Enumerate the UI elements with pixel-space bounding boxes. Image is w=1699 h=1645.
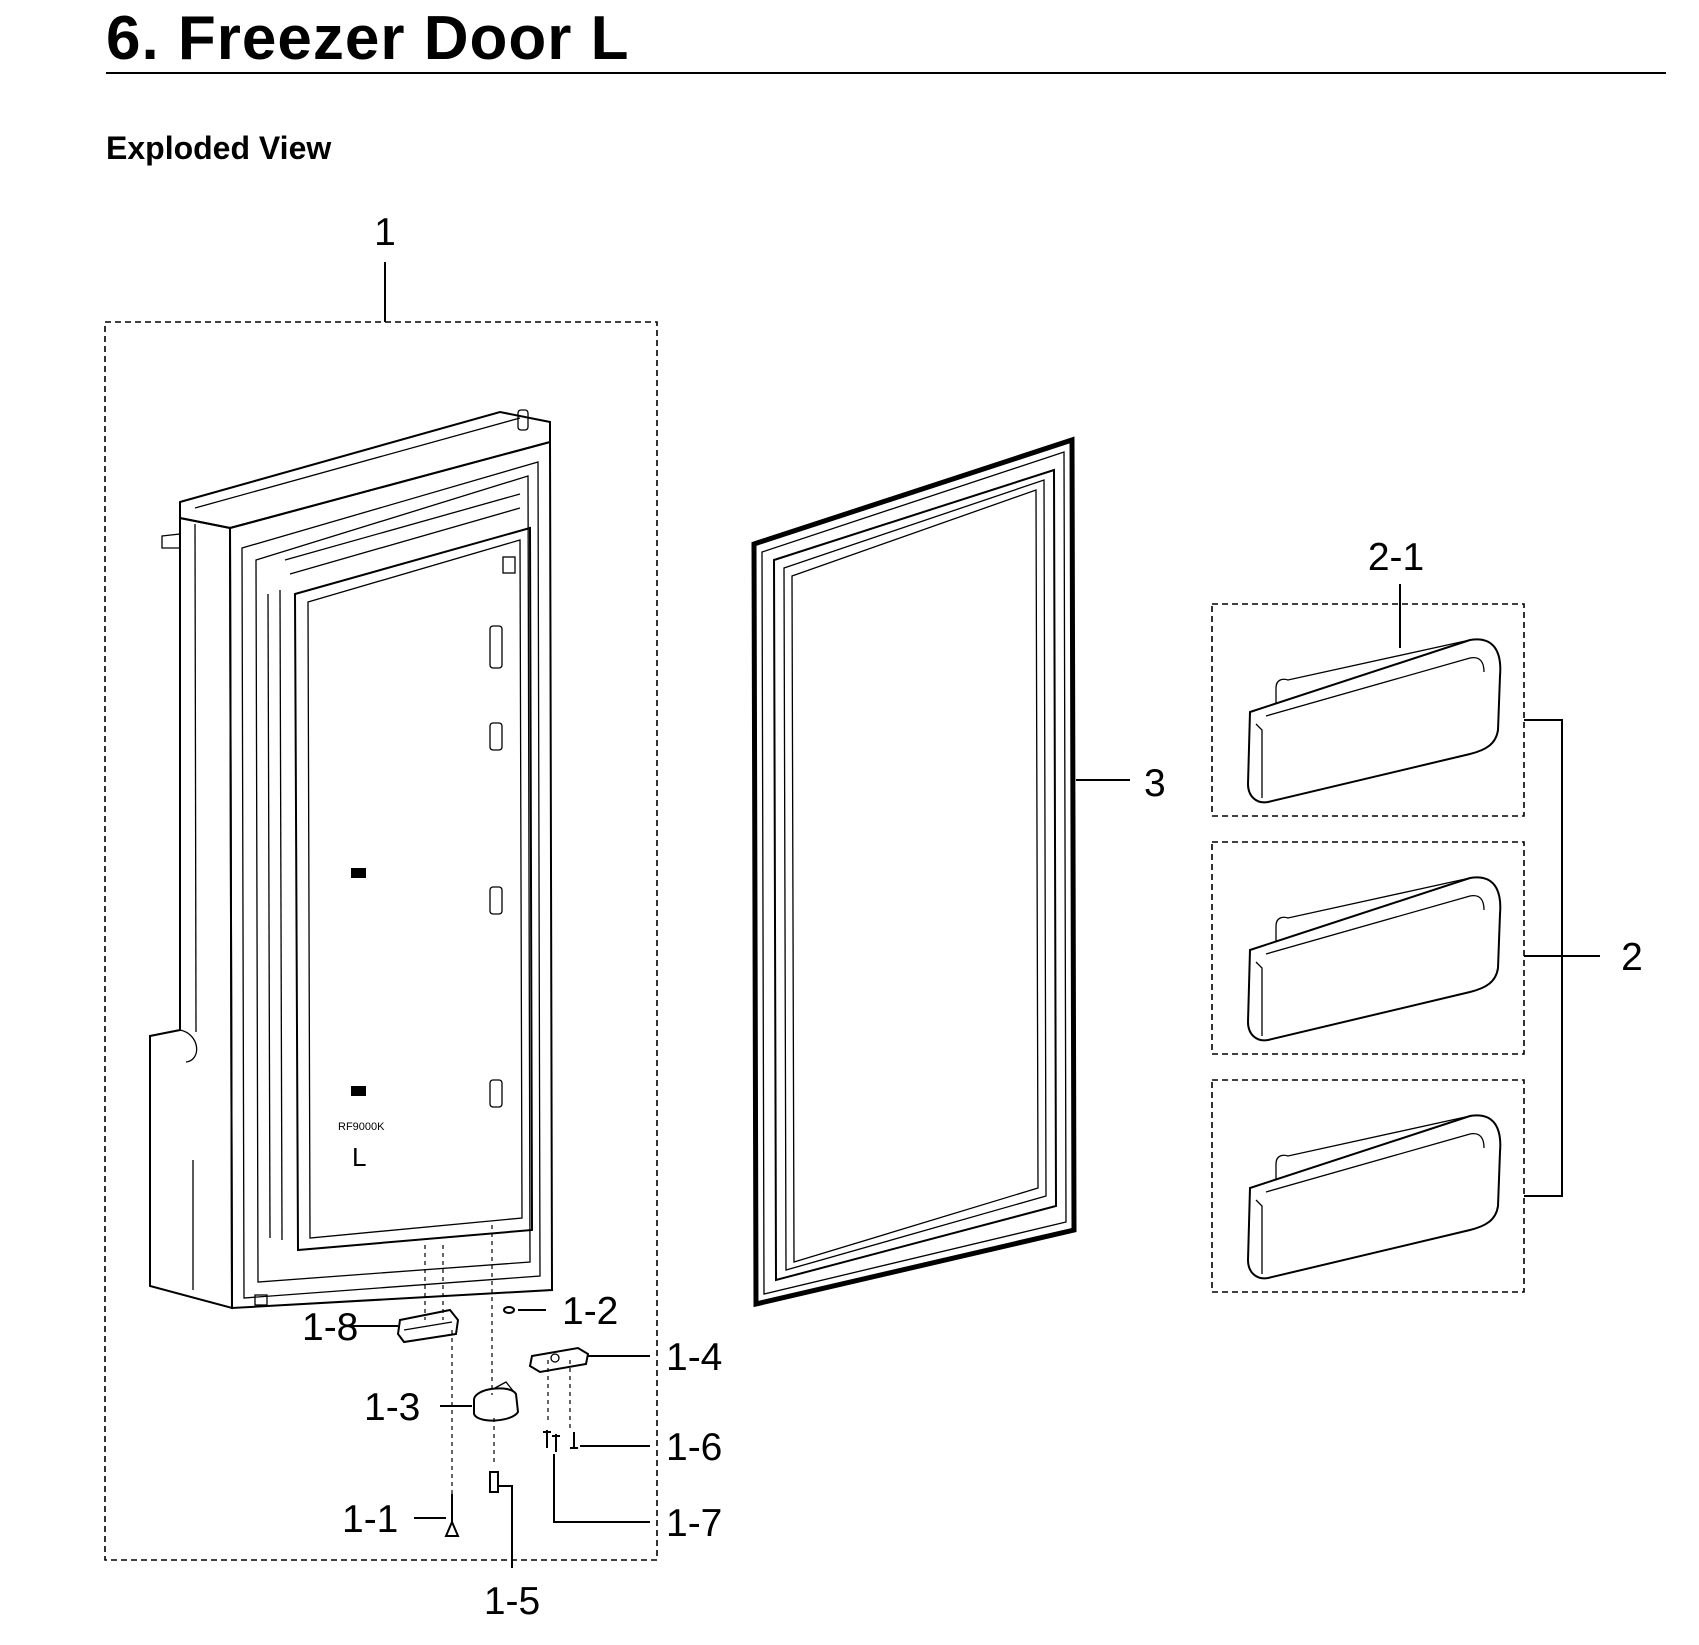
door-bin-icon — [1246, 638, 1502, 804]
bin-1 — [1211, 603, 1525, 817]
callout-1-7: 1-7 — [666, 1502, 722, 1545]
callout-3: 3 — [1144, 762, 1166, 805]
bin-3-frame — [1211, 1079, 1525, 1293]
door-assembly-group: 1 — [104, 211, 722, 1623]
screw-icon — [570, 1432, 578, 1449]
group-1-frame — [104, 321, 658, 1561]
page-title: 6. Freezer Door L — [106, 4, 630, 73]
callout-1-5: 1-5 — [484, 1580, 540, 1623]
hinge-pin-icon — [444, 1494, 460, 1537]
callout-1-6: 1-6 — [666, 1426, 722, 1469]
callout-1: 1 — [374, 211, 396, 254]
door-stamp-model: RF9000K — [338, 1121, 385, 1133]
door-bin-icon — [1246, 1114, 1502, 1280]
screw-icon — [489, 1471, 499, 1493]
callout-1-3: 1-3 — [364, 1386, 420, 1429]
door-assembly-icon: RF9000K L — [149, 409, 554, 1310]
callout-2-1: 2-1 — [1368, 536, 1424, 579]
callout-2: 2 — [1621, 936, 1643, 979]
hinge-icon — [473, 1381, 520, 1422]
bin-1-frame — [1211, 603, 1525, 817]
callout-1-1: 1-1 — [342, 1498, 398, 1541]
washer-icon — [503, 1306, 515, 1314]
door-stamp-side: L — [352, 1142, 366, 1172]
callout-1-8: 1-8 — [302, 1306, 358, 1349]
section-subtitle: Exploded View — [106, 130, 332, 166]
bin-2-frame — [1211, 841, 1525, 1055]
hinge-plate-icon — [528, 1346, 590, 1374]
bin-2 — [1211, 841, 1525, 1055]
title-rule — [106, 72, 1666, 74]
door-gasket-icon — [751, 436, 1077, 1308]
callout-1-4: 1-4 — [666, 1336, 722, 1379]
door-bin-icon — [1246, 876, 1502, 1042]
bracket-icon — [396, 1308, 460, 1344]
bin-3 — [1211, 1079, 1525, 1293]
callout-1-2: 1-2 — [562, 1290, 618, 1333]
door-gasket-group: 3 — [751, 436, 1166, 1308]
screw-pair-icon — [543, 1430, 560, 1452]
door-bins-group: 2-1 — [1211, 536, 1643, 1293]
